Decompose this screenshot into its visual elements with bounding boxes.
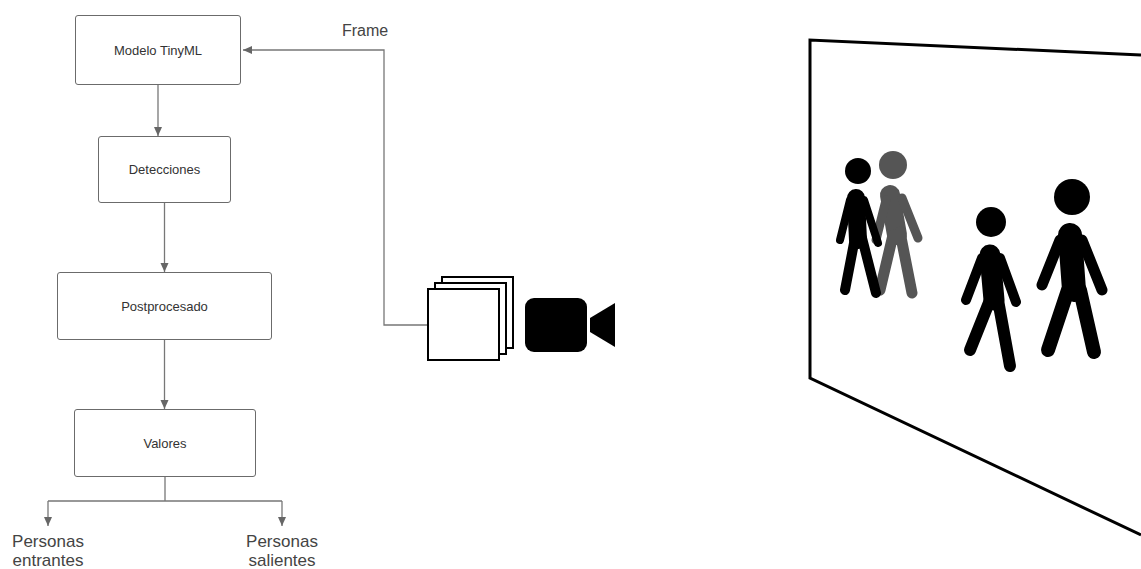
flow-arrow xyxy=(164,340,165,409)
box-label: Valores xyxy=(143,436,186,451)
box-content: Postprocesado xyxy=(121,299,208,314)
person-silhouette xyxy=(1042,179,1102,352)
split-line xyxy=(48,477,282,501)
output-label: Personas salientes xyxy=(232,532,332,569)
process-box: Detecciones xyxy=(98,136,231,203)
box-label: Modelo TinyML xyxy=(114,43,202,58)
signal-label: Frame xyxy=(315,21,415,40)
process-box: Valores xyxy=(74,409,256,477)
output-label: Personas entrantes xyxy=(0,532,96,569)
output-arrow xyxy=(281,501,282,526)
wall-outline xyxy=(810,40,1141,535)
frame-stack-icon xyxy=(428,277,513,360)
box-content: Modelo TinyML xyxy=(114,43,202,58)
box-label: Detecciones xyxy=(129,162,201,177)
person-silhouette xyxy=(840,158,878,293)
flow-arrow xyxy=(157,85,158,136)
camera-icon xyxy=(525,298,615,352)
person-silhouette xyxy=(876,151,918,293)
box-label: Postprocesado xyxy=(121,299,208,314)
flow-arrow xyxy=(164,203,165,272)
box-content: Detecciones xyxy=(129,162,201,177)
person-silhouette xyxy=(966,207,1016,366)
process-box: Modelo TinyML xyxy=(75,15,241,85)
process-box: Postprocesado xyxy=(57,272,272,340)
box-content: Valores xyxy=(143,436,186,451)
output-arrow xyxy=(47,501,48,526)
